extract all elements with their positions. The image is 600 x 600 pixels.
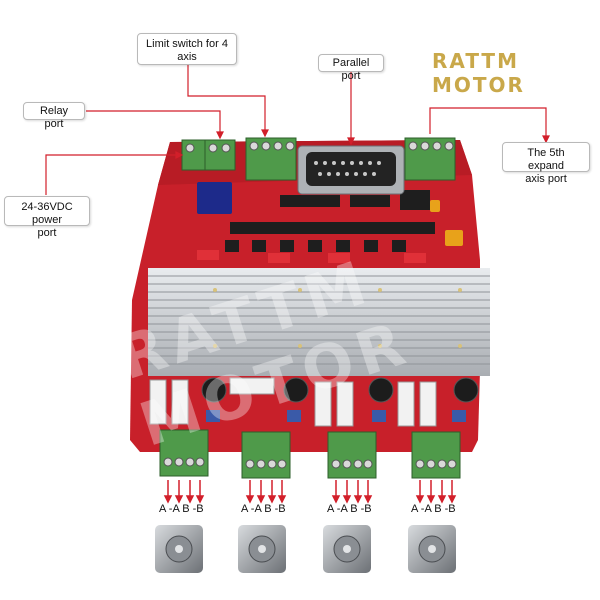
- callout-parallel-port: Parallel port: [318, 54, 384, 82]
- heatsink: [148, 268, 490, 376]
- motor-1-phase-label: A -A B -B: [159, 503, 204, 515]
- motor-4-phase-label: A -A B -B: [411, 503, 456, 515]
- top-terminals: [181, 137, 456, 181]
- stepper-motors: [155, 525, 456, 573]
- callout-relay-port: Relay port: [23, 102, 85, 130]
- callout-fifth-axis-port: The 5th expand axis port: [502, 142, 590, 185]
- motor-2-phase-label: A -A B -B: [241, 503, 286, 515]
- callout-limit-switch: Limit switch for 4 axis: [137, 33, 237, 65]
- power-components: [149, 377, 479, 427]
- parallel-port: [297, 145, 405, 195]
- motor-3-phase-label: A -A B -B: [327, 503, 372, 515]
- callout-leaders: [45, 65, 550, 195]
- callout-power-port: 24-36VDC power port: [4, 196, 90, 239]
- phase-arrows: [163, 480, 457, 504]
- brand-logo-text: RATTM MOTOR: [432, 49, 525, 97]
- motor-terminals: [159, 429, 461, 479]
